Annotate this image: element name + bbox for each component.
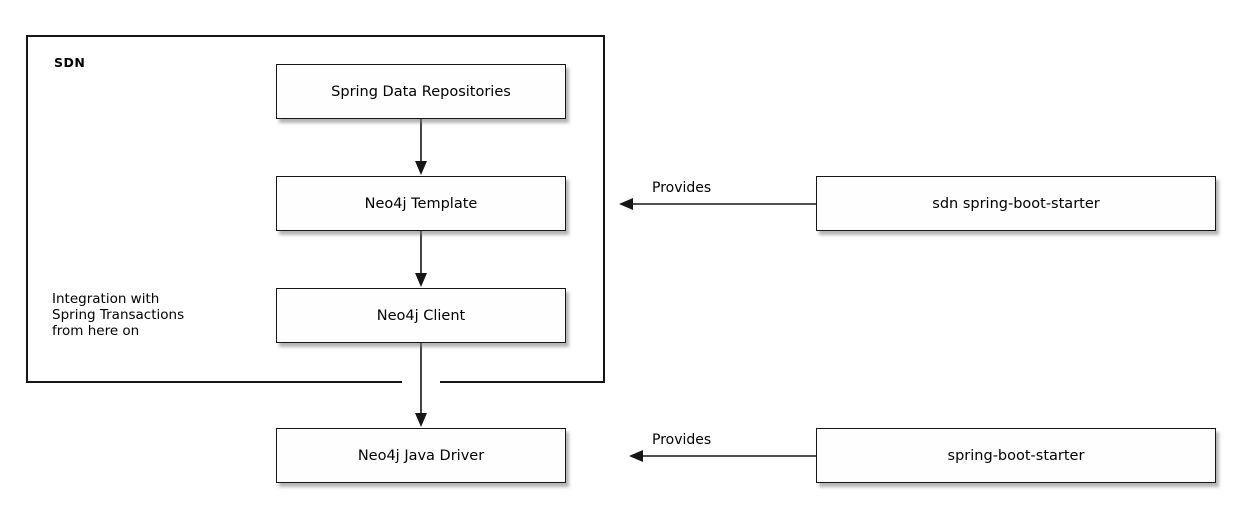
node-spring-data-repositories-label: Spring Data Repositories bbox=[331, 83, 511, 100]
node-spring-boot-starter: spring-boot-starter bbox=[816, 428, 1216, 483]
sdn-group-box: SDN bbox=[26, 35, 605, 383]
note-line-1: Integration with bbox=[52, 291, 160, 307]
node-neo4j-client: Neo4j Client bbox=[276, 288, 566, 343]
node-neo4j-java-driver-label: Neo4j Java Driver bbox=[357, 447, 485, 464]
node-spring-boot-starter-label: spring-boot-starter bbox=[947, 447, 1085, 464]
arrow-client-to-driver bbox=[402, 342, 440, 427]
arrow-repos-to-template bbox=[415, 118, 427, 175]
arrow-starter-provides bbox=[629, 450, 816, 462]
sdn-group-label: SDN bbox=[54, 55, 86, 70]
node-neo4j-template-label: Neo4j Template bbox=[364, 195, 478, 212]
edge-label-provides-bottom: Provides bbox=[652, 432, 712, 448]
arrow-sdn-starter-provides bbox=[619, 198, 816, 210]
node-neo4j-client-label: Neo4j Client bbox=[376, 307, 466, 324]
note-line-2: Spring Transactions bbox=[52, 307, 185, 323]
note-line-3: from here on bbox=[52, 323, 140, 339]
node-neo4j-template: Neo4j Template bbox=[276, 176, 566, 231]
arrow-template-to-client bbox=[415, 230, 427, 287]
node-neo4j-java-driver: Neo4j Java Driver bbox=[276, 428, 566, 483]
node-sdn-spring-boot-starter: sdn spring-boot-starter bbox=[816, 176, 1216, 231]
node-spring-data-repositories: Spring Data Repositories bbox=[276, 64, 566, 119]
note-integration-transactions: Integration with Spring Transactions fro… bbox=[52, 291, 184, 339]
edge-label-provides-top: Provides bbox=[652, 180, 712, 196]
node-sdn-spring-boot-starter-label: sdn spring-boot-starter bbox=[932, 195, 1100, 212]
